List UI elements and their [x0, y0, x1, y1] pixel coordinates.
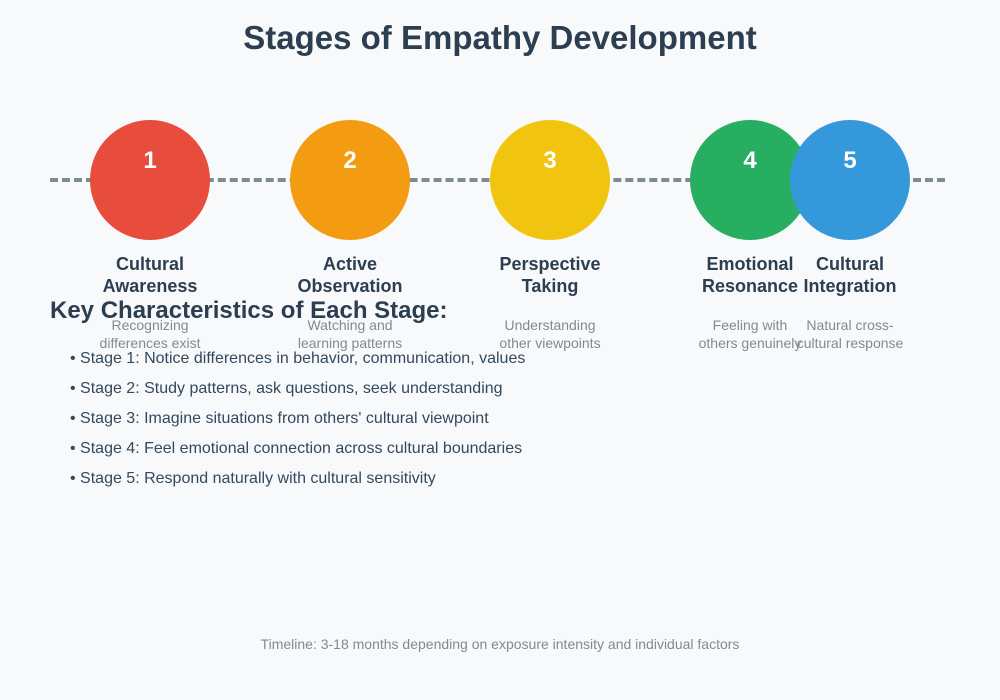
stage-3-desc-line1: Understanding [504, 317, 596, 333]
stage-3-desc-line2: other viewpoints [499, 335, 601, 351]
stage-5-desc-line2: cultural response [796, 335, 904, 351]
stage-3-name: Perspective Taking [480, 253, 620, 297]
stage-1-name-line1: Cultural [115, 254, 184, 274]
characteristic-item-stage-2: • Stage 2: Study patterns, ask questions… [70, 380, 503, 397]
stage-5-description: Natural cross- cultural response [780, 316, 920, 352]
stage-4-name-line2: Resonance [701, 276, 799, 296]
stage-1-desc-line2: differences exist [99, 335, 201, 351]
characteristics-list: • Stage 1: Notice differences in behavio… [70, 344, 525, 494]
stage-3-circle [490, 120, 610, 240]
stage-1-name: Cultural Awareness [80, 253, 220, 297]
stage-4-name: Emotional Resonance [680, 253, 820, 297]
stage-2-desc-line2: learning patterns [297, 335, 403, 351]
characteristic-item-stage-5: • Stage 5: Respond naturally with cultur… [70, 470, 436, 487]
stage-5-name-line1: Cultural [815, 254, 884, 274]
stage-2-desc-line1: Watching and [307, 317, 393, 333]
stage-4-number: 4 [743, 147, 757, 174]
stage-2-name-line2: Observation [297, 276, 403, 296]
stage-2-description: Watching and learning patterns [280, 316, 420, 352]
stage-3-number: 3 [543, 147, 557, 174]
stage-1-name-line2: Awareness [102, 276, 198, 296]
stage-5-name-line2: Integration [803, 276, 897, 296]
stage-4-description: Feeling with others genuinely [680, 316, 820, 352]
stage-1-description: Recognizing differences exist [80, 316, 220, 352]
stage-3-description: Understanding other viewpoints [480, 316, 620, 352]
characteristic-item-stage-3: • Stage 3: Imagine situations from other… [70, 410, 489, 427]
stage-2-name-line1: Active [322, 254, 378, 274]
stage-4-desc-line1: Feeling with [712, 317, 788, 333]
stage-1-circle [90, 120, 210, 240]
stage-5-number: 5 [843, 147, 857, 174]
stage-4-desc-line2: others genuinely [698, 335, 802, 351]
stage-1-desc-line1: Recognizing [111, 317, 189, 333]
stage-2-circle [290, 120, 410, 240]
characteristics-heading: Key Characteristics of Each Stage: [50, 297, 448, 324]
stage-2-name: Active Observation [280, 253, 420, 297]
stage-5-name: Cultural Integration [780, 253, 920, 297]
stage-3-name-line1: Perspective [499, 254, 601, 274]
stage-2-number: 2 [343, 147, 357, 174]
stage-3-name-line2: Taking [521, 276, 579, 296]
characteristic-item-stage-4: • Stage 4: Feel emotional connection acr… [70, 440, 523, 457]
characteristic-item-stage-1: • Stage 1: Notice differences in behavio… [70, 350, 526, 367]
stage-4-name-line1: Emotional [706, 254, 794, 274]
stage-5-circle [790, 120, 910, 240]
timeline-footnote: Timeline: 3-18 months depending on expos… [260, 636, 740, 652]
stage-5-desc-line1: Natural cross- [806, 317, 894, 333]
page-title: Stages of Empathy Development [243, 19, 757, 56]
stage-1-number: 1 [143, 147, 157, 174]
